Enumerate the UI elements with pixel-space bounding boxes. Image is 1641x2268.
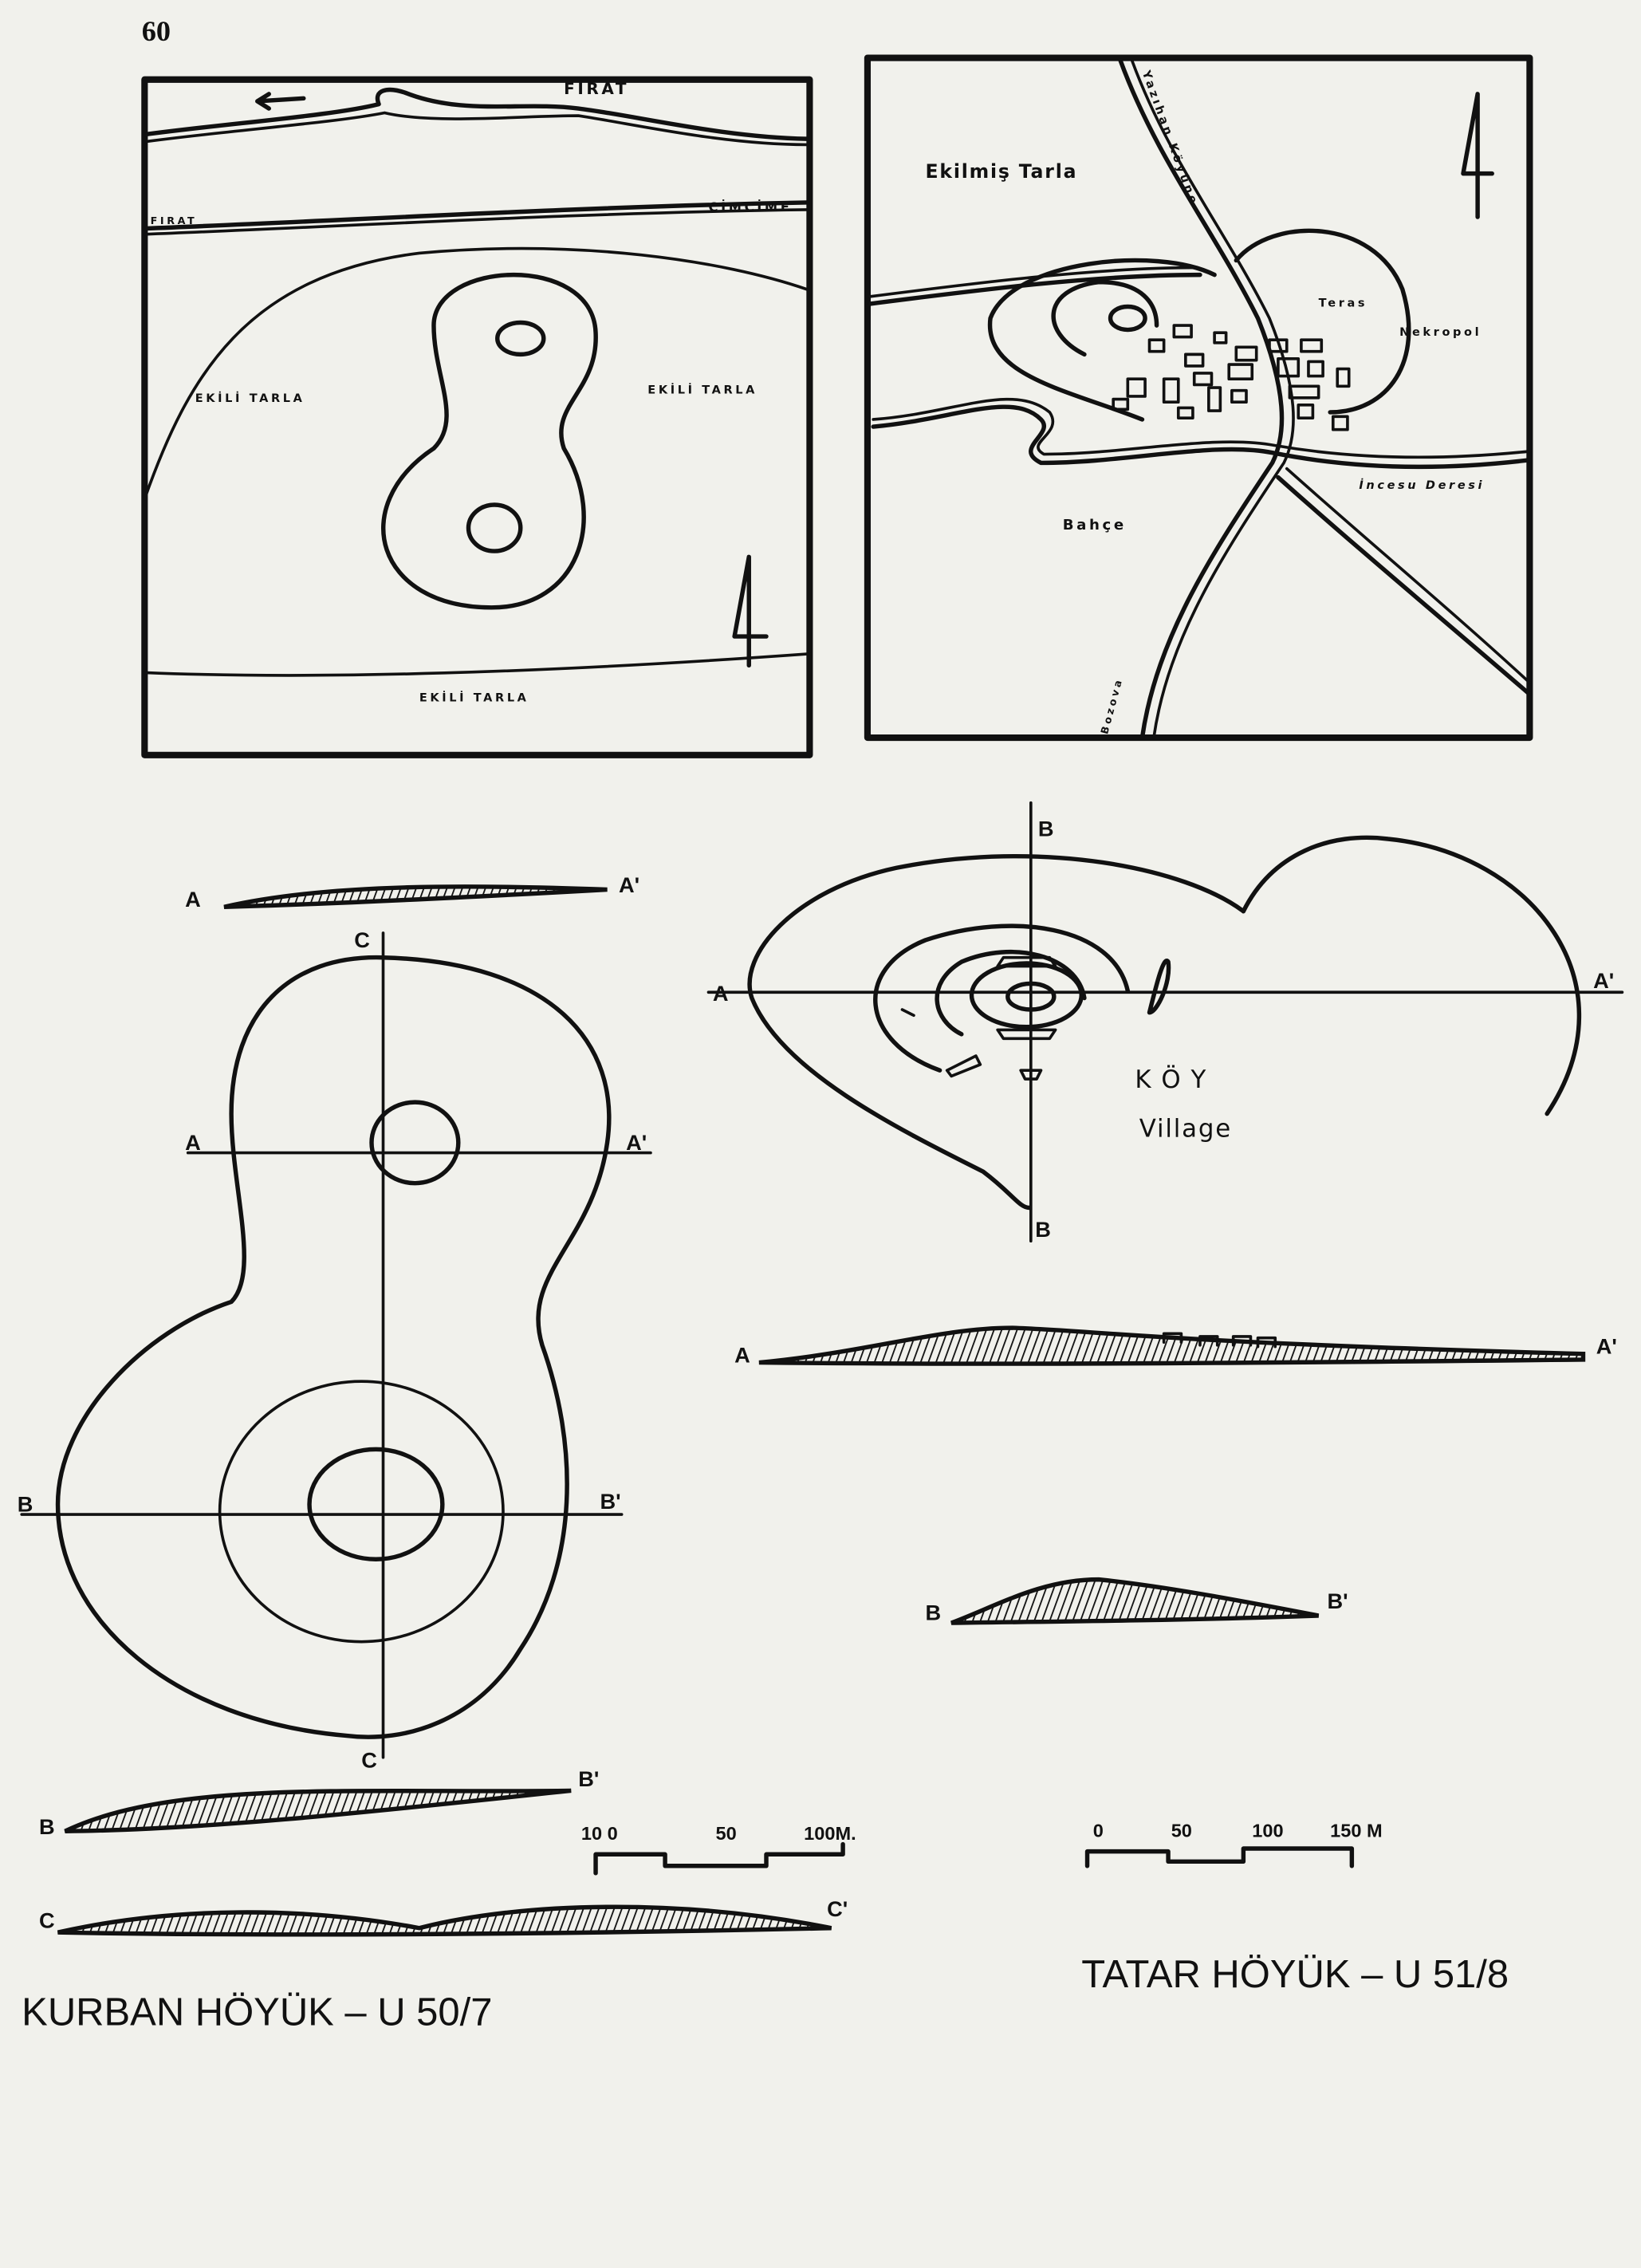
section-label-b-prime: B': [1328, 1589, 1348, 1613]
summit-contour: [1108, 304, 1147, 333]
scale-tick-0: 0: [1093, 1820, 1104, 1841]
north-arrow-icon: [732, 554, 769, 668]
scale-tick-100: 100: [1252, 1820, 1283, 1841]
flow-arrow-icon: [255, 92, 306, 111]
label-nekropol: Nekropol: [1399, 326, 1482, 339]
label-bozova: Bozova: [1098, 676, 1124, 735]
field-boundary: [143, 652, 812, 677]
mound-contour-inner: [1051, 279, 1159, 357]
section-label-b: B: [925, 1600, 941, 1624]
kurban-location-map: FIRAT FIRAT CİMCİME EKİLİ TARLA EKİLİ TA…: [141, 76, 813, 758]
map-frame: [141, 76, 813, 758]
contour-3: [935, 950, 1087, 1037]
label-cimcime: CİMCİME: [708, 199, 792, 215]
label-ekilmis-tarla: Ekilmiş Tarla: [925, 160, 1077, 183]
south-mid-contour: [218, 1380, 505, 1644]
scale-bar: 10 0 50 100M.: [581, 1823, 856, 1876]
plan-label-b-prime: B': [600, 1489, 620, 1514]
section-label-b-prime: B': [578, 1766, 599, 1791]
map-frame: [864, 54, 1533, 742]
scale-tick-50: 50: [716, 1823, 737, 1844]
profile-houses: [1162, 1332, 1277, 1349]
south-summit-contour: [307, 1447, 445, 1561]
section-label-c-prime: C': [827, 1896, 848, 1921]
plan-label-a-prime: A': [1593, 968, 1614, 993]
mound-outer-contour: [55, 955, 612, 1739]
section-label-a-prime: A': [1596, 1334, 1617, 1359]
incesu-stream: [871, 397, 1533, 470]
terrace-contour: [1234, 228, 1411, 415]
section-c-profile: [57, 1904, 832, 1937]
village-houses: [1112, 324, 1351, 431]
figure-title-kurban: KURBAN HÖYÜK – U 50/7: [22, 1990, 492, 2034]
plan-label-a-prime: A': [626, 1130, 647, 1155]
contour-4: [969, 961, 1084, 1030]
label-firat-top: FIRAT: [564, 79, 629, 98]
north-summit-contour: [369, 1100, 461, 1186]
plan-label-a: A: [713, 981, 729, 1006]
cimcime-stream: [142, 200, 809, 236]
north-arrow-icon: [1461, 92, 1494, 219]
label-firat-left: FIRAT: [151, 215, 198, 226]
label-field-left: EKİLİ TARLA: [195, 392, 305, 405]
section-label-a: A: [185, 887, 201, 912]
scale-tick-0: 10 0: [581, 1823, 618, 1844]
section-a-profile: [758, 1325, 1586, 1366]
scale-bar: 0 50 100 150 M: [1084, 1820, 1383, 1868]
scale-tick-150: 150 M: [1330, 1820, 1382, 1841]
scale-tick-50: 50: [1171, 1820, 1192, 1841]
section-a-profile: [223, 884, 608, 909]
figure-title-tatar: TATAR HÖYÜK – U 51/8: [1081, 1953, 1509, 1996]
mound-outer-contour: [747, 853, 1246, 1211]
label-road-north: Yazıhan Köyüne: [1139, 69, 1200, 208]
plan-label-a: A: [185, 1130, 201, 1155]
plan-label-b-bottom: B: [1035, 1217, 1051, 1242]
section-label-c: C: [39, 1908, 55, 1933]
plan-label-b: B: [18, 1491, 33, 1516]
plan-label-c-bottom: C: [361, 1747, 377, 1772]
label-incesu-deresi: İncesu Deresi: [1359, 478, 1485, 492]
label-field-right: EKİLİ TARLA: [647, 383, 758, 396]
euphrates-river: [142, 87, 809, 147]
summit-contour-north: [495, 320, 546, 357]
label-village: Village: [1139, 1115, 1232, 1144]
kurban-plan: A A' C A A' B B' C B B' C C' 10 0 50 100…: [18, 872, 856, 2034]
label-teras: Teras: [1319, 297, 1368, 310]
mound-contour: [381, 272, 598, 610]
terrace-contour: [1241, 835, 1581, 1116]
page-number: 60: [142, 15, 171, 47]
label-koy: KÖY: [1135, 1065, 1217, 1094]
section-label-b: B: [39, 1814, 55, 1839]
plan-label-c-top: C: [354, 927, 370, 952]
mound-contour-outer: [987, 258, 1217, 422]
contour-2: [873, 923, 1131, 1073]
house-mark: [1147, 959, 1171, 1015]
mound-outer-contour: [143, 246, 809, 501]
section-b-profile: [950, 1577, 1320, 1625]
section-b-profile: [64, 1788, 572, 1833]
summit-contour-south: [466, 502, 523, 553]
tatar-location-map: Ekilmiş Tarla Yazıhan Köyüne Teras Nekro…: [864, 54, 1533, 742]
house-marks: [900, 955, 1057, 1081]
roads: [868, 58, 1533, 740]
scale-tick-100: 100M.: [804, 1823, 856, 1844]
label-bahce: Bahçe: [1063, 517, 1127, 534]
tatar-plan: B B A A' KÖY Village A A' B B' 0 50 100 …: [706, 801, 1624, 1996]
section-label-a: A: [734, 1343, 750, 1368]
section-label-a-prime: A': [619, 872, 639, 897]
plan-label-b-top: B: [1038, 816, 1054, 841]
label-field-bottom: EKİLİ TARLA: [419, 691, 529, 705]
